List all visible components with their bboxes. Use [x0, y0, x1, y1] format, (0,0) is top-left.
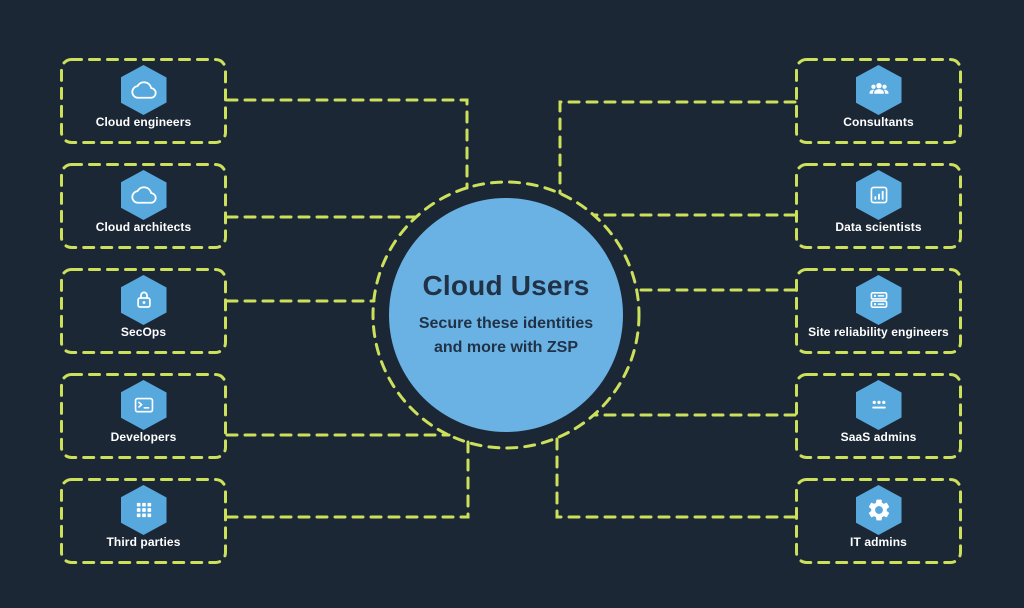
box-outline-secops [60, 268, 227, 354]
connector-cloud-engineers [225, 98, 469, 190]
user-box-site-reliability-engineers: Site reliability engineers [795, 268, 962, 354]
team-icon [869, 82, 888, 94]
grid-icon [136, 502, 151, 518]
user-box-data-scientists: Data scientists [795, 163, 962, 249]
chart-icon [870, 186, 887, 204]
cloud-icon [130, 81, 157, 99]
box-label: Data scientists [835, 220, 922, 234]
box-label: Developers [110, 430, 177, 444]
box-outline-saas-admins [795, 373, 962, 459]
hexagon-badge [120, 380, 167, 430]
box-outline-developers [60, 373, 227, 459]
connector-third-parties [225, 440, 470, 519]
center-title: Cloud Users [422, 270, 590, 301]
box-label: Third parties [106, 535, 181, 549]
box-outline-it-admins [795, 478, 962, 564]
user-box-cloud-architects: Cloud architects [60, 163, 227, 249]
hexagon-badge [120, 485, 167, 535]
center-circle: Cloud Users Secure these identities and … [389, 198, 623, 432]
user-box-saas-admins: SaaS admins [795, 373, 962, 459]
box-label: Site reliability engineers [808, 325, 949, 339]
user-box-third-parties: Third parties [60, 478, 227, 564]
hexagon-badge [855, 170, 902, 220]
box-outline-cloud-engineers [60, 58, 227, 144]
user-box-it-admins: IT admins [795, 478, 962, 564]
box-outline-third-parties [60, 478, 227, 564]
box-label: SaaS admins [840, 430, 917, 444]
hexagon-badge [855, 275, 902, 325]
hexagon-badge [855, 65, 902, 115]
chat-ellipsis-icon [871, 400, 886, 409]
center-dashed-ring [371, 180, 641, 450]
box-label: IT admins [850, 535, 907, 549]
user-box-consultants: Consultants [795, 58, 962, 144]
hexagon-badge [120, 275, 167, 325]
center-subtitle-line2: and more with ZSP [433, 339, 578, 356]
cloud-icon [130, 186, 157, 204]
box-outline-data-scientists [795, 163, 962, 249]
user-box-secops: SecOps [60, 268, 227, 354]
box-outline-site-reliability-engineers [795, 268, 962, 354]
center-subtitle: Secure these identities and more with ZS… [419, 312, 593, 360]
user-box-cloud-engineers: Cloud engineers [60, 58, 227, 144]
user-box-developers: Developers [60, 373, 227, 459]
gear-icon [868, 499, 889, 521]
box-label: Cloud engineers [95, 115, 192, 129]
connector-consultants [558, 100, 797, 195]
center-subtitle-line1: Secure these identities [418, 315, 594, 332]
hexagon-badge [855, 380, 902, 430]
box-label: Cloud architects [95, 220, 192, 234]
box-label: Consultants [843, 115, 914, 129]
server-icon [870, 292, 887, 308]
box-outline-cloud-architects [60, 163, 227, 249]
lock-icon [136, 291, 151, 308]
hexagon-badge [120, 65, 167, 115]
connector-it-admins [555, 435, 797, 519]
box-outline-consultants [795, 58, 962, 144]
box-label: SecOps [120, 325, 167, 339]
terminal-icon [134, 397, 153, 413]
hexagon-badge [120, 170, 167, 220]
hexagon-badge [855, 485, 902, 535]
